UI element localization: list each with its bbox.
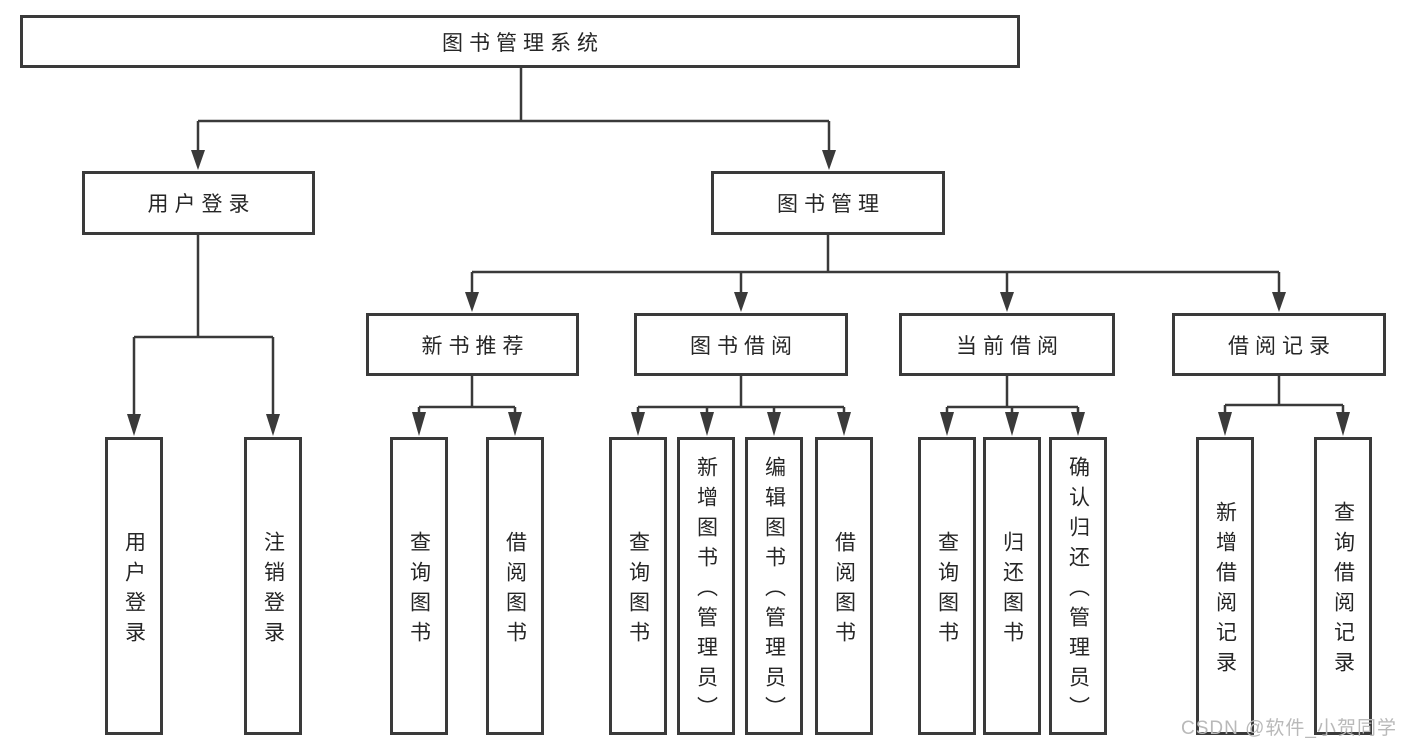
connector-root-to-level2 [196,68,831,156]
node-label: 注销登录 [261,530,285,651]
connector-user-login-fan [132,235,275,420]
node-label: 查询图书 [407,530,431,651]
leaf-query-book-3: 查询图书 [918,437,976,735]
leaf-user-login: 用户登录 [105,437,163,735]
node-label: 当前借阅 [956,334,1064,358]
node-label: 查询图书 [626,530,650,651]
node-label: 确认归还（管理员） [1066,455,1090,726]
leaf-borrow-book-1: 借阅图书 [486,437,544,735]
node-label: 图书管理系统 [442,31,604,55]
connector-book-borrow-fan [636,376,846,415]
node-label: 查询借阅记录 [1331,500,1355,681]
node-label: 用户登录 [147,193,256,216]
node-new-book-recommend: 新书推荐 [366,313,579,376]
connector-borrow-record-fan [1223,376,1345,415]
node-label: 查询图书 [935,530,959,651]
node-book-borrow: 图书借阅 [634,313,848,376]
connector-book-management-fan [470,235,1281,298]
node-label: 新增图书（管理员） [694,455,718,726]
leaf-query-book-2: 查询图书 [609,437,667,735]
node-book-management: 图书管理 [711,171,945,235]
leaf-borrow-book-2: 借阅图书 [815,437,873,735]
node-label: 编辑图书（管理员） [762,455,786,726]
csdn-watermark: CSDN @软件_小贺同学 [1181,718,1397,739]
leaf-confirm-return-admin: 确认归还（管理员） [1049,437,1107,735]
node-library-management-system: 图书管理系统 [20,15,1020,68]
node-label: 归还图书 [1000,530,1024,651]
node-label: 新增借阅记录 [1213,500,1237,681]
node-label: 图书管理 [777,193,885,216]
node-label: 新书推荐 [421,334,530,358]
connector-new-book-fan [417,376,517,415]
leaf-add-book-admin: 新增图书（管理员） [677,437,735,735]
leaf-query-book-1: 查询图书 [390,437,448,735]
leaf-edit-book-admin: 编辑图书（管理员） [745,437,803,735]
node-label: 借阅记录 [1228,334,1336,358]
leaf-query-borrow-record: 查询借阅记录 [1314,437,1372,735]
node-label: 借阅图书 [503,530,527,651]
leaf-add-borrow-record: 新增借阅记录 [1196,437,1254,735]
node-user-login: 用户登录 [82,171,315,235]
node-label: 图书借阅 [690,334,798,358]
node-current-borrow: 当前借阅 [899,313,1115,376]
leaf-logout: 注销登录 [244,437,302,735]
connector-current-borrow-fan [945,376,1080,415]
node-label: 用户登录 [122,530,146,651]
node-borrow-record: 借阅记录 [1172,313,1386,376]
node-label: 借阅图书 [832,530,856,651]
leaf-return-book: 归还图书 [983,437,1041,735]
